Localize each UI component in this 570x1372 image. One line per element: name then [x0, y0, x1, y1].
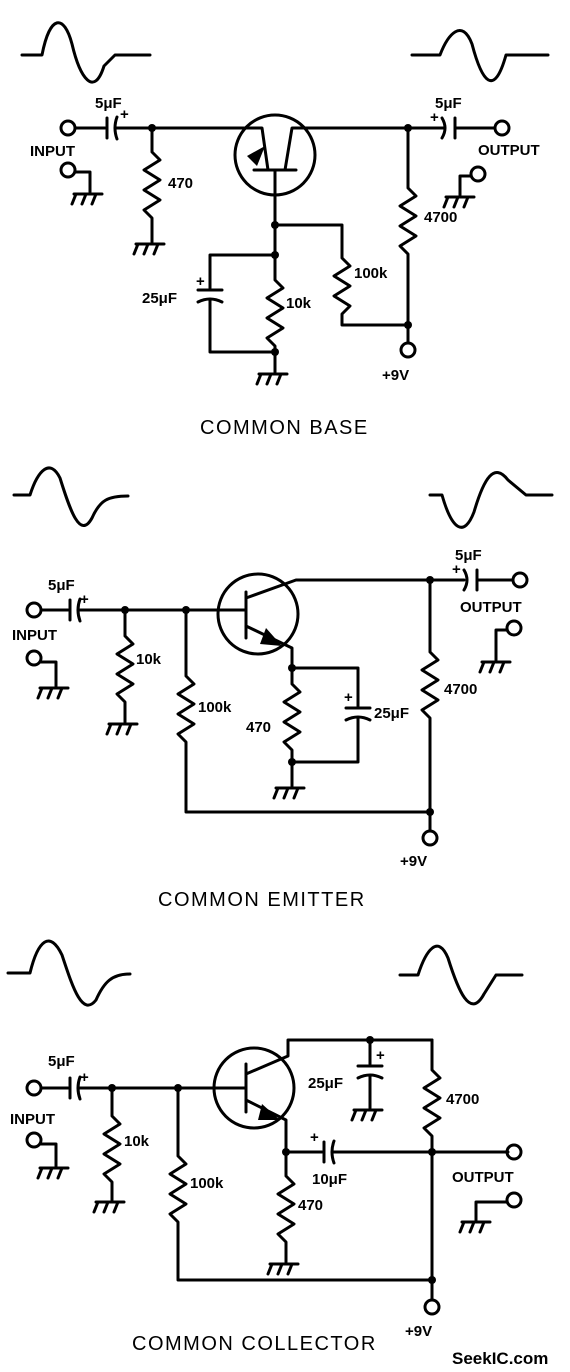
circuit-title-common-collector: COMMON COLLECTOR — [132, 1333, 377, 1355]
supply-label: +9V — [382, 367, 409, 384]
circuit-common-collector: 5μF + INPUT 10k 100k + 25μF 47 — [6, 939, 524, 1355]
watermark: SeekIC.com — [452, 1349, 548, 1368]
input-label: INPUT — [30, 143, 75, 160]
bypass-capacitor-label: 25μF — [374, 705, 409, 722]
resistor-470-label: 470 — [298, 1197, 323, 1214]
input-capacitor-label: 5μF — [48, 1053, 75, 1070]
output-label: OUTPUT — [478, 142, 540, 159]
output-capacitor-label: 5μF — [435, 95, 462, 112]
output-label: OUTPUT — [460, 599, 522, 616]
supply-terminal — [399, 341, 417, 359]
output-sine-wave — [398, 944, 524, 1006]
input-label: INPUT — [10, 1111, 55, 1128]
resistor-470-label: 470 — [246, 719, 271, 736]
resistor-10k — [115, 608, 135, 724]
input-terminal — [25, 1079, 43, 1097]
output-sine-wave — [410, 29, 550, 83]
input-sine-wave — [6, 939, 132, 1007]
output-capacitor-label: 5μF — [455, 547, 482, 564]
resistor-100k — [176, 608, 432, 814]
bypass-capacitor-label: 25μF — [142, 290, 177, 307]
svg-text:+: + — [310, 1129, 319, 1146]
resistor-10k-label: 10k — [286, 295, 312, 312]
resistor-100k — [273, 223, 410, 327]
resistor-470 — [142, 126, 162, 244]
circuit-title-common-emitter: COMMON EMITTER — [158, 889, 366, 911]
svg-text:+: + — [120, 106, 129, 123]
resistor-470 — [282, 666, 302, 764]
resistor-4700-label: 4700 — [446, 1091, 479, 1108]
resistor-4700 — [420, 578, 440, 832]
input-sine-wave — [12, 466, 130, 527]
output-terminal — [493, 119, 511, 137]
output-capacitor-label: 10μF — [312, 1171, 347, 1188]
input-capacitor-label: 5μF — [48, 577, 75, 594]
svg-text:+: + — [376, 1047, 385, 1064]
svg-text:+: + — [80, 1069, 89, 1086]
input-terminal — [59, 119, 77, 137]
input-capacitor-label: 5μF — [95, 95, 122, 112]
resistor-470 — [276, 1150, 296, 1264]
resistor-470-label: 470 — [168, 175, 193, 192]
supply-label: +9V — [400, 853, 427, 870]
supply-terminal — [423, 1298, 441, 1316]
svg-text:+: + — [196, 273, 205, 290]
circuit-common-emitter: 5μF + INPUT 10k 100k 5μF + OUTPUT — [12, 466, 554, 911]
resistor-100k-label: 100k — [198, 699, 232, 716]
transistor-npn — [216, 572, 432, 670]
resistor-4700-label: 4700 — [424, 209, 457, 226]
bypass-capacitor-label: 25μF — [308, 1075, 343, 1092]
resistor-100k — [168, 1086, 434, 1282]
supply-terminal — [421, 829, 439, 847]
resistor-100k-label: 100k — [190, 1175, 224, 1192]
circuit-common-base: 5μF + INPUT 470 5μF + OUTPUT — [20, 21, 550, 439]
supply-label: +9V — [405, 1323, 432, 1340]
svg-text:+: + — [430, 109, 439, 126]
resistor-100k-label: 100k — [354, 265, 388, 282]
input-label: INPUT — [12, 627, 57, 644]
circuit-title-common-base: COMMON BASE — [200, 417, 369, 439]
resistor-4700 — [422, 1038, 442, 1302]
resistor-10k-label: 10k — [124, 1133, 150, 1150]
output-terminal — [505, 1143, 523, 1161]
resistor-10k — [265, 253, 285, 354]
resistor-10k — [102, 1086, 122, 1202]
output-label: OUTPUT — [452, 1169, 514, 1186]
transistor-pnp — [233, 113, 322, 227]
svg-text:+: + — [80, 591, 89, 608]
output-sine-wave — [428, 471, 554, 529]
input-terminal — [25, 601, 43, 619]
resistor-4700-label: 4700 — [444, 681, 477, 698]
transistor-npn — [212, 1038, 434, 1154]
output-terminal — [511, 571, 529, 589]
resistor-4700 — [398, 126, 418, 327]
resistor-10k-label: 10k — [136, 651, 162, 668]
svg-text:+: + — [344, 689, 353, 706]
input-sine-wave — [20, 21, 152, 84]
svg-text:+: + — [452, 561, 461, 578]
